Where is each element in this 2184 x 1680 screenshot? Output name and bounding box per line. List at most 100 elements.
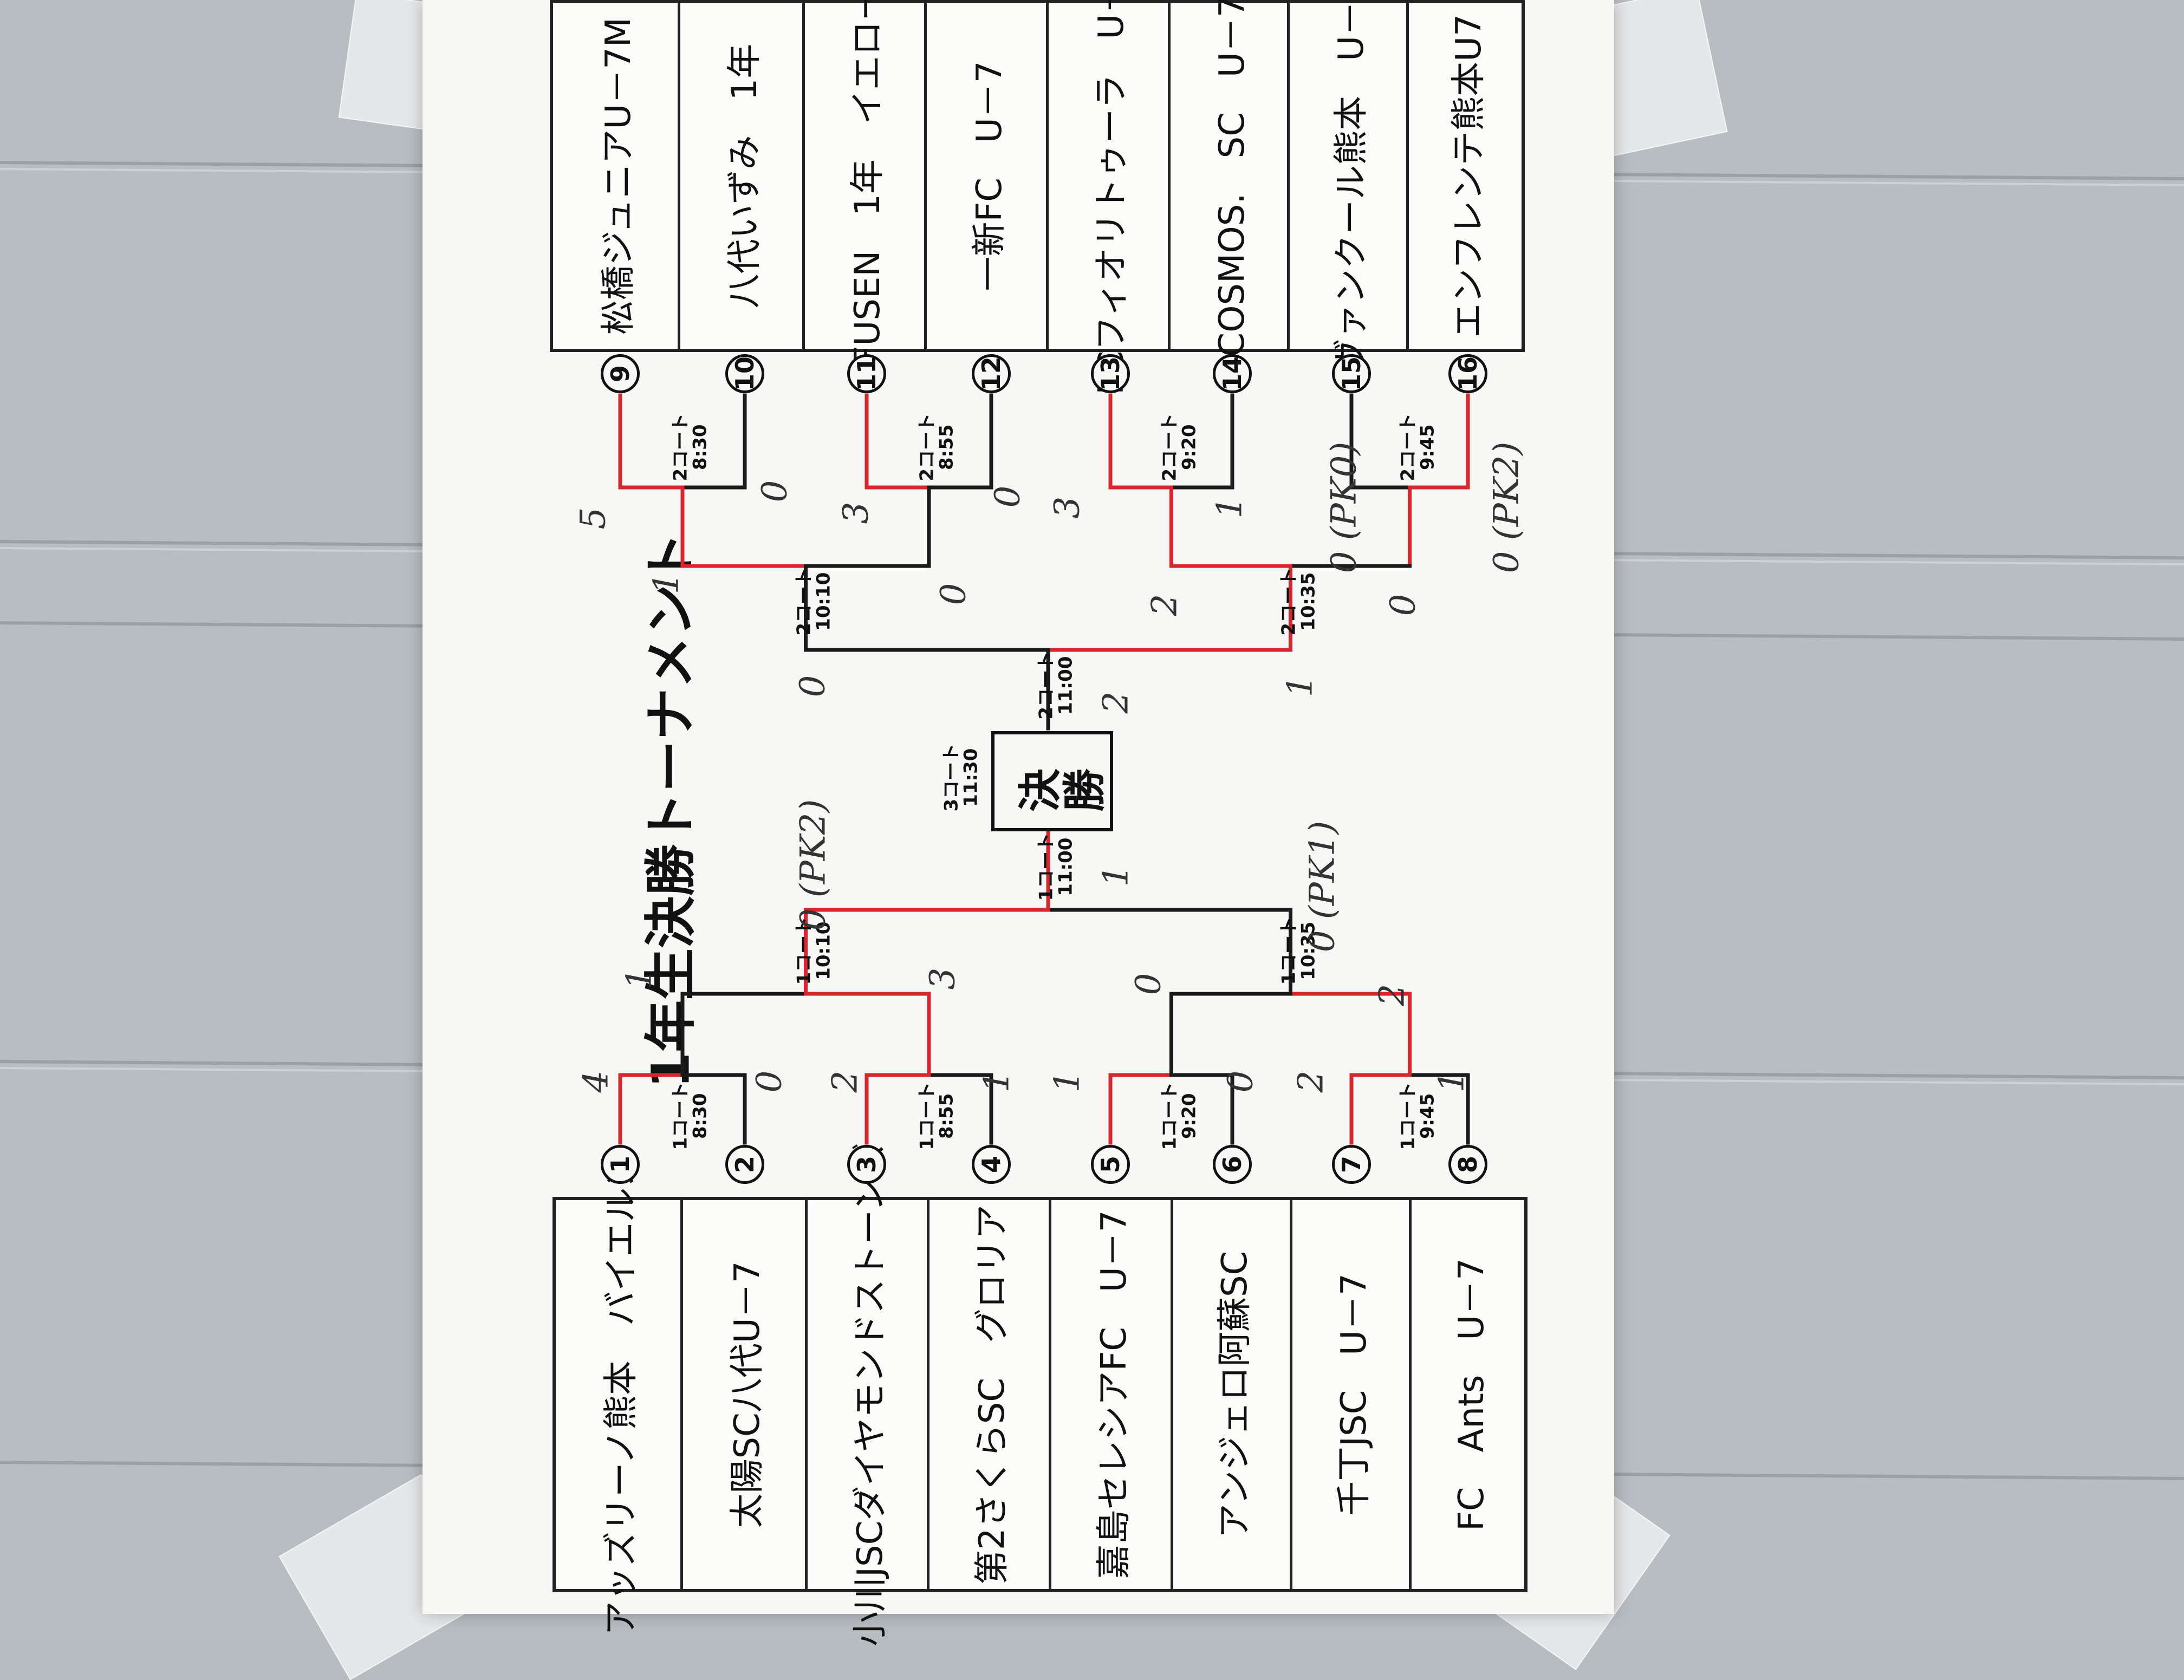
handwritten-score-s15: 0 (PK0) [1324, 441, 1364, 574]
team-cell-7: 千丁JSC U－7 [1292, 1200, 1412, 1589]
handwritten-score-sFb: 2 [1096, 691, 1136, 714]
handwritten-score-sL6b: 2 [1372, 984, 1413, 1006]
match-time: 11:00 [1055, 837, 1076, 896]
seed-label: 15 [1337, 356, 1367, 392]
handwritten-score-sL6a: 0 [1128, 973, 1169, 995]
seed-number: 3 [847, 1145, 886, 1184]
seed-label: 2 [730, 1155, 759, 1174]
seed-number: 1 [601, 1145, 640, 1184]
handwritten-score-s14: 1 [1210, 496, 1250, 519]
match-time: 8:55 [935, 1093, 957, 1139]
seed-number: 4 [972, 1145, 1011, 1184]
seed-label: 5 [1095, 1155, 1125, 1174]
handwritten-score-sR5b: 0 [933, 583, 974, 605]
seed-number: 14 [1213, 354, 1252, 393]
team-cell-4: 第2さくらSC グロリア [929, 1200, 1051, 1589]
seed-number: 9 [601, 354, 640, 393]
bracket-lines [618, 393, 1470, 1145]
team-cell-1: アッズリーノ熊本 バイエルン [556, 1154, 683, 1636]
handwritten-score-sL7a: 0 (PK2) [793, 799, 834, 931]
handwritten-score-s9: 5 [573, 507, 614, 530]
handwritten-score-s10: 0 [755, 480, 795, 503]
seed-label: 7 [1336, 1155, 1366, 1174]
final-match-info: 3コート 11:30 [940, 737, 981, 818]
handwritten-score-sR7b: 1 [1280, 675, 1321, 698]
seed-label: 16 [1453, 356, 1483, 392]
handwritten-score-sR6a: 2 [1145, 594, 1185, 616]
handwritten-score-s5: 1 [1047, 1070, 1088, 1093]
seed-number: 11 [847, 354, 886, 393]
match-court: 2コート [792, 567, 815, 636]
seed-number: 15 [1332, 354, 1371, 393]
handwritten-score-s16: 0 (PK2) [1486, 441, 1527, 574]
handwritten-score-sR7a: 0 [792, 675, 833, 698]
match-court: 1コート [1035, 832, 1057, 901]
handwritten-score-s3: 2 [825, 1070, 866, 1093]
match-court: 2コート [916, 413, 938, 481]
seed-label: 4 [976, 1155, 1006, 1174]
team-cell-9: 松橋ジュニアU－7M [553, 3, 680, 349]
team-cell-3: 小川JSCダイヤモンドストーンズ [808, 1143, 929, 1646]
match-court: 2コート [1158, 413, 1180, 481]
match-court: 1コート [670, 1082, 692, 1150]
match-time: 11:00 [1055, 656, 1076, 715]
team-cell-14: COSMOS. SC U－7 [1171, 0, 1290, 357]
seed-label: 11 [852, 356, 882, 392]
team-cell-2: 太陽SC八代U－7 [683, 1200, 808, 1589]
handwritten-score-s8: 1 [1432, 1070, 1472, 1093]
final-time: 11:30 [960, 748, 981, 807]
team-cell-10: 八代いずみ 1年 [680, 3, 805, 349]
handwritten-score-s7: 2 [1291, 1070, 1331, 1093]
handwritten-score-s4: 1 [977, 1070, 1017, 1093]
match-time: 9:20 [1178, 1093, 1200, 1139]
team-cell-6: アンジェロ阿蘇SC [1173, 1200, 1292, 1589]
team-cell-5: 嘉島セレシアFC U－7 [1051, 1200, 1173, 1589]
seed-label: 6 [1217, 1155, 1247, 1174]
handwritten-score-sL5a: 1 [619, 967, 660, 990]
match-time: 8:55 [935, 424, 957, 470]
seed-label: 1 [605, 1155, 635, 1174]
match-court: 1コート [1277, 916, 1299, 985]
team-cell-15: ヴァンクール熊本 U－7 [1290, 0, 1409, 373]
team-cell-11: FUSEN 1年 イエロー [805, 0, 927, 366]
match-court: 1コート [1396, 1082, 1419, 1150]
seed-number: 8 [1448, 1145, 1487, 1184]
handwritten-score-s11: 3 [836, 502, 876, 524]
match-court: 2コート [1035, 651, 1057, 720]
seed-number: 12 [972, 354, 1011, 393]
seed-number: 2 [725, 1145, 764, 1184]
handwritten-score-sR6b: 0 [1383, 594, 1424, 616]
match-time: 8:30 [689, 424, 711, 470]
match-court: 1コート [1158, 1082, 1180, 1150]
match-court: 1コート [916, 1082, 938, 1150]
handwritten-score-sFa: 1 [1096, 864, 1136, 887]
handwritten-score-s12: 0 [987, 485, 1028, 508]
seed-label: 9 [605, 364, 635, 383]
match-court: 2コート [1277, 567, 1299, 636]
handwritten-score-sL5b: 3 [922, 967, 963, 990]
match-time: 10:35 [1297, 572, 1319, 631]
match-time: 9:45 [1416, 424, 1438, 470]
seed-number: 10 [725, 354, 764, 393]
handwritten-score-s2: 0 [749, 1070, 790, 1093]
match-court: 2コート [1396, 413, 1419, 481]
handwritten-score-s13: 3 [1047, 496, 1088, 519]
final-court: 3コート [940, 743, 963, 812]
seed-label: 12 [977, 356, 1006, 392]
handwritten-score-sR5a: 1 [646, 572, 687, 595]
seed-number: 16 [1448, 354, 1487, 393]
handwritten-score-s1: 4 [576, 1070, 616, 1093]
final-label-char-2: 勝 [1060, 769, 1110, 812]
